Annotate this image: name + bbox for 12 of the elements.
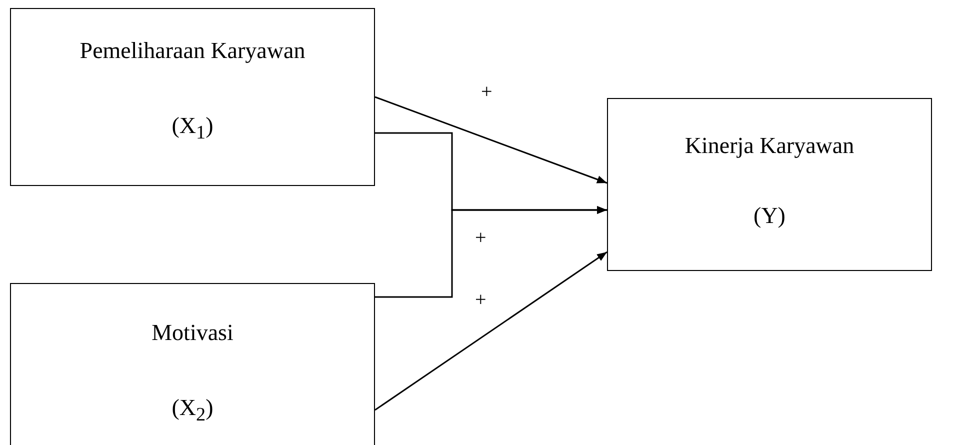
arrow [374, 251, 608, 411]
variable-symbol: (Y) [752, 202, 786, 230]
arrow [375, 206, 607, 298]
variable-box [10, 8, 375, 186]
variable-box [607, 98, 932, 271]
variable-symbol: (X$_{1}$) [170, 112, 214, 145]
variable-box [10, 283, 375, 445]
variable-symbol: (X$_{2}$) [170, 394, 214, 427]
variable-name: Kinerja Karyawan [684, 132, 856, 160]
variable-name: Motivasi [150, 319, 234, 347]
variable-name: Pemeliharaan Karyawan [78, 37, 306, 65]
arrow [374, 96, 608, 184]
